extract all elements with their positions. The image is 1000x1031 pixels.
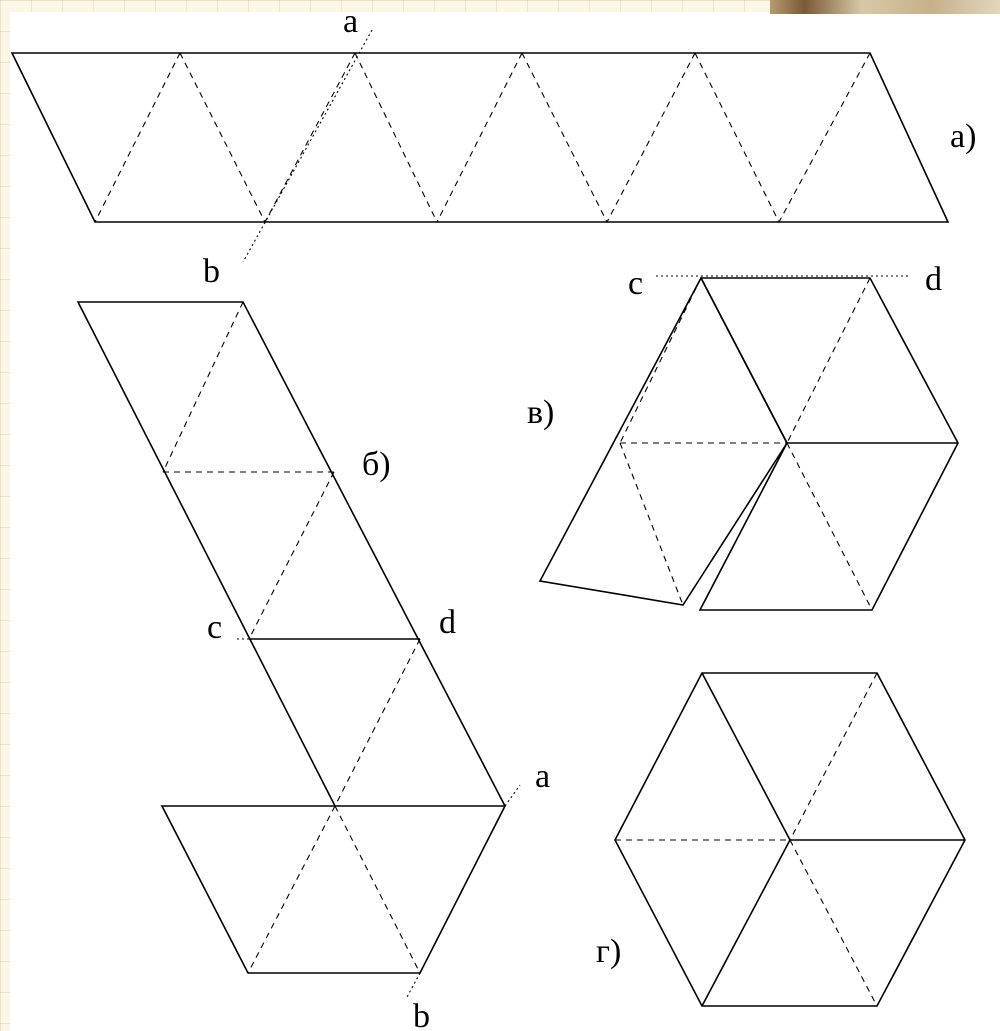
corner-photo-fragment xyxy=(770,0,1000,14)
label-a-top: a xyxy=(343,3,358,40)
figure-a-caption: а) xyxy=(950,118,976,155)
label-d-right: d xyxy=(925,261,942,298)
label-c-right: c xyxy=(628,265,643,302)
hexagon-v-fold-lines xyxy=(619,277,873,611)
white-sheet xyxy=(10,12,1000,1031)
figure-v-folding-hexagon xyxy=(538,275,959,611)
hexagon-spoke-bottom-left xyxy=(701,839,791,1007)
figure-v-caption: в) xyxy=(527,394,554,431)
hexagon-spoke-top-left xyxy=(701,672,791,841)
lower-parallelogram xyxy=(160,805,507,974)
figure-b-folded-strip xyxy=(76,301,521,998)
figure-b-caption: б) xyxy=(362,446,391,483)
hexagon-g-fold-lines xyxy=(615,672,878,1007)
marker-b xyxy=(406,972,421,998)
label-b-top: b xyxy=(203,253,220,290)
figure-g-caption: г) xyxy=(596,933,621,970)
lifted-flap xyxy=(538,276,788,606)
strip-outline xyxy=(10,52,950,223)
label-c-left: c xyxy=(207,609,222,646)
marker-a xyxy=(504,784,521,807)
band-fold-lines xyxy=(161,301,421,974)
label-d-left: d xyxy=(439,604,456,641)
label-b-bottom: b xyxy=(413,998,430,1031)
hexagon-right-outline xyxy=(698,277,959,611)
strip-fold-lines xyxy=(94,52,871,223)
band-outline xyxy=(76,301,506,807)
figure-g-hexagon xyxy=(614,672,966,1007)
fold-line-a-b xyxy=(242,29,373,263)
label-a-left: a xyxy=(535,758,550,795)
figure-a-strip xyxy=(10,29,950,263)
